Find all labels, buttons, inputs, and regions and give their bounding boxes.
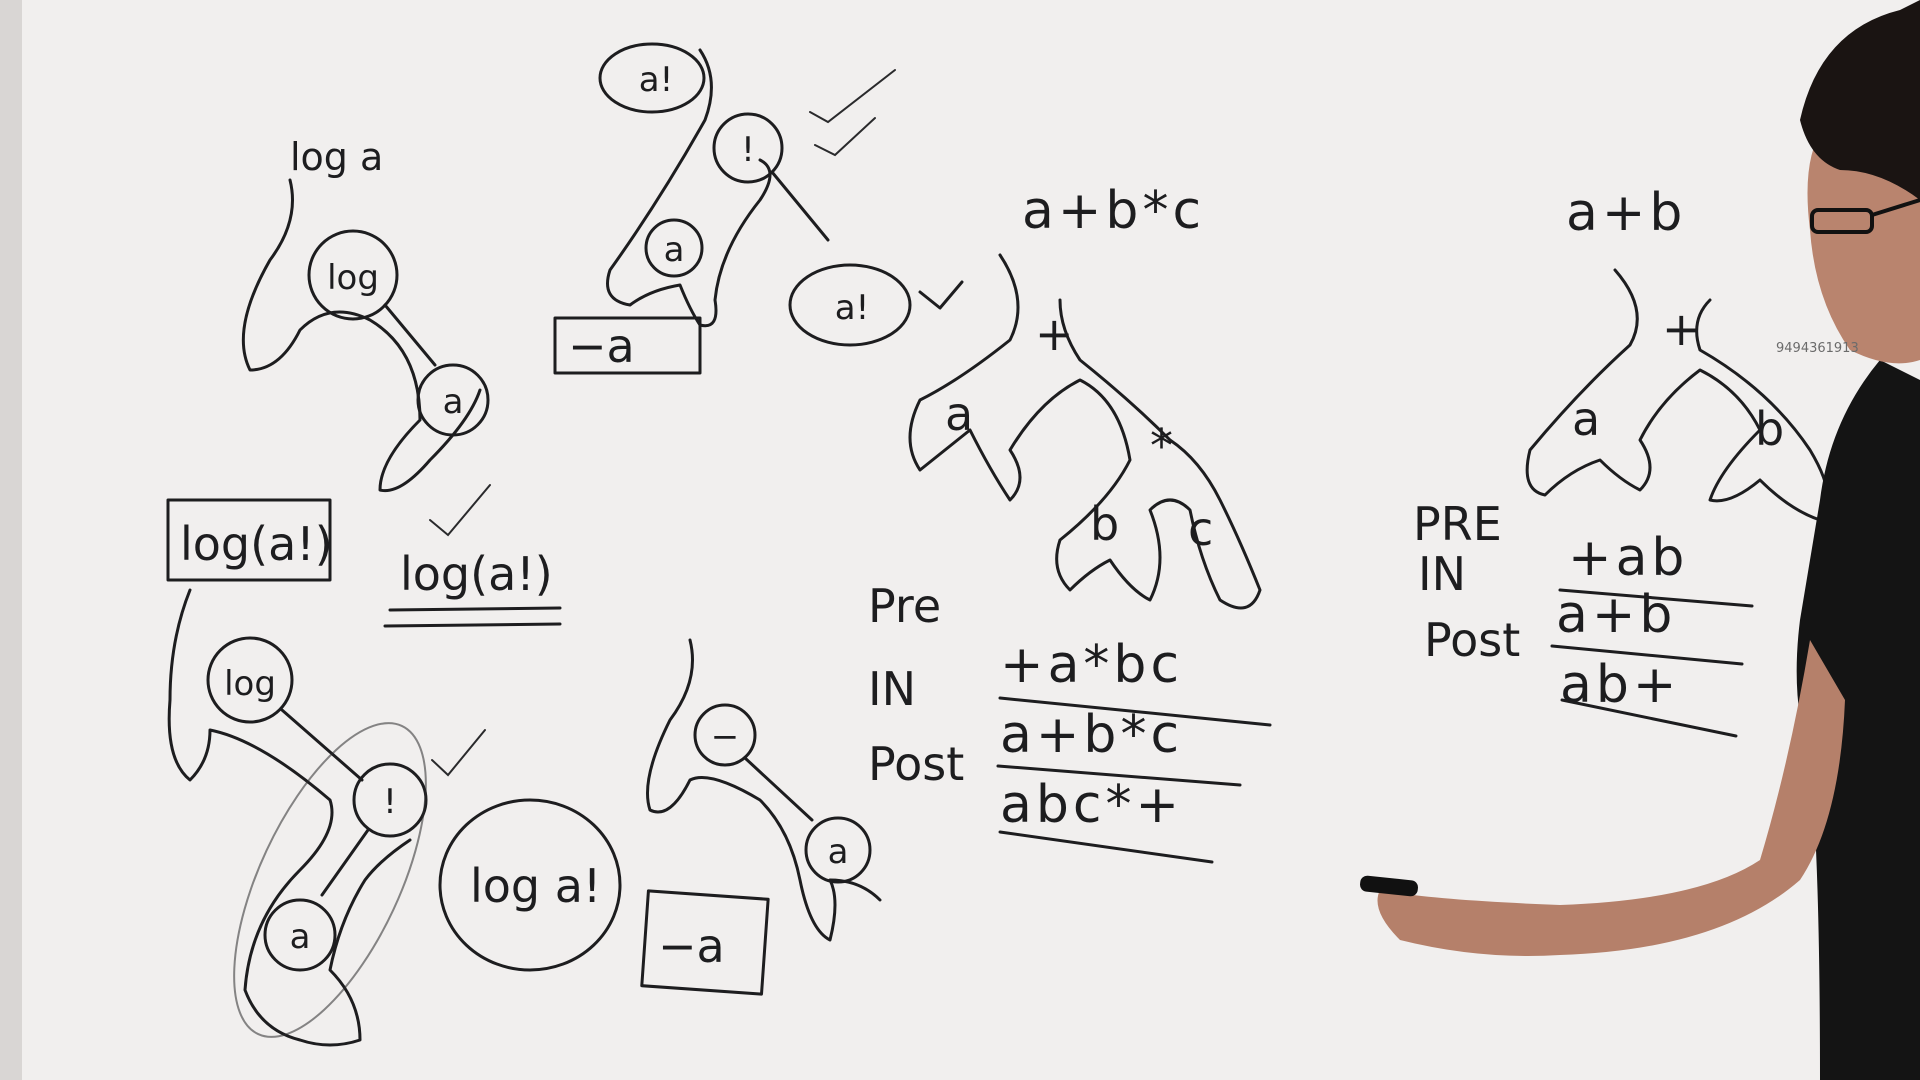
tree-abc-mul: * xyxy=(1150,419,1173,473)
tree-ab-pre-underline xyxy=(1558,588,1754,608)
tree-log-a-fact-mid-label: ! xyxy=(383,782,397,822)
tree-neg-a-box-label: −a xyxy=(658,919,725,973)
checkmark-1 xyxy=(809,69,896,124)
tree-neg-a-edge xyxy=(743,756,814,822)
checkmark-3 xyxy=(918,280,964,310)
tree-ab-pre-value: +ab xyxy=(1568,528,1688,588)
tree-neg-a-child-label: a xyxy=(828,832,849,872)
presenter-arm xyxy=(1377,640,1845,956)
tree-abc-post-value: abc*+ xyxy=(1000,775,1183,835)
tree-abc-left: a xyxy=(945,387,973,441)
checkmark-2 xyxy=(814,117,876,157)
tree-abc-pre-label: Pre xyxy=(868,579,941,633)
tree-log-a-child-label: a xyxy=(443,382,464,422)
marker xyxy=(1360,875,1418,897)
tree-ab-outline xyxy=(1525,268,1830,522)
board-edge xyxy=(0,0,22,1080)
checkmark-5 xyxy=(431,729,486,777)
tree-a-fact-outline xyxy=(606,48,772,328)
tree-log-a-root-label: log xyxy=(327,258,379,298)
presenter-body xyxy=(1796,360,1920,1080)
tree-a-fact-box-label: −a xyxy=(568,319,635,373)
tree-ab-in-value: a+b xyxy=(1556,585,1676,645)
tree-log-a-fact-leaf-label: a xyxy=(290,917,311,957)
tree-ab-in-label: IN xyxy=(1418,547,1466,601)
presenter-hair xyxy=(1800,0,1920,200)
tree-a-fact-child-label: a xyxy=(664,230,685,270)
tree-neg-a: − a −a xyxy=(640,638,882,996)
expr-boxed-text: log(a!) xyxy=(180,517,333,571)
tree-abc-post-label: Post xyxy=(868,737,964,791)
presenter-glasses xyxy=(1810,208,1874,234)
tree-a-plus-b: a+b + a b PRE +ab IN a+b Post ab+ xyxy=(1413,183,1830,738)
tree-log-a-fact-root-node xyxy=(206,636,294,724)
tree-a-fact-edge xyxy=(770,170,830,242)
tree-a-fact-top-oval xyxy=(598,42,706,114)
tree-ab-pre-label: PRE xyxy=(1413,497,1502,551)
tree-log-a-fact-result-label: log a! xyxy=(470,859,601,913)
tree-log-a-fact-result-oval xyxy=(438,798,622,972)
watermark: 9494361913 xyxy=(1776,341,1859,356)
tree-log-a-edge xyxy=(383,303,437,367)
tree-abc-pre-underline xyxy=(998,696,1272,727)
tree-log-a-outline xyxy=(241,178,482,493)
tree-neg-a-root-label: − xyxy=(711,717,740,757)
tree-ab-in-underline xyxy=(1550,644,1744,666)
expr-boxed-frame xyxy=(166,498,332,582)
tree-a-plus-b-times-c: a+b*c + a * b c Pre +a*bc IN a+b*c Post … xyxy=(868,181,1272,864)
tree-log-a-fact-edge-1 xyxy=(280,708,364,782)
tree-a-factorial: a! ! a a! −a xyxy=(553,42,964,375)
expr-log-a-fact: log(a!) log(a!) xyxy=(166,484,562,628)
tree-neg-a-child-node xyxy=(804,816,872,884)
tree-a-fact-box xyxy=(553,316,702,375)
tree-ab-title: a+b xyxy=(1566,183,1686,243)
tree-neg-a-root-node xyxy=(693,703,757,767)
tree-abc-b: b xyxy=(1090,497,1119,551)
checkmark-4 xyxy=(429,484,491,537)
tree-neg-a-box xyxy=(640,889,770,996)
expr-underline-2 xyxy=(383,622,562,628)
tree-log-a-fact-root-label: log xyxy=(224,664,276,704)
tree-log-a: log a log a xyxy=(241,135,490,493)
tree-a-fact-top-label: a! xyxy=(639,60,673,100)
tree-abc-in-value: a+b*c xyxy=(1000,705,1183,765)
expr-underline-1 xyxy=(388,606,562,612)
tree-a-fact-root-label: ! xyxy=(741,130,755,170)
tree-log-a-title: log a xyxy=(290,135,383,179)
presenter xyxy=(1360,0,1920,1080)
tree-abc-outline xyxy=(908,253,1262,610)
tree-log-a-root-node xyxy=(307,229,399,321)
tree-abc-in-label: IN xyxy=(868,662,916,716)
tree-log-a-fact-outline xyxy=(167,588,412,1047)
tree-a-fact-child-node xyxy=(644,218,704,278)
tree-ab-left: a xyxy=(1572,392,1600,446)
tree-ab-post-label: Post xyxy=(1424,613,1520,667)
tree-abc-in-underline xyxy=(996,764,1242,787)
tree-log-a-fact-edge-2 xyxy=(320,828,370,897)
tree-a-fact-root-node xyxy=(712,112,784,184)
tree-log-a-factorial: log ! a log a! xyxy=(167,588,622,1047)
tree-log-a-fact-leaf-node xyxy=(263,898,337,972)
tree-abc-pre-value: +a*bc xyxy=(1000,635,1183,695)
tree-ab-post-value: ab+ xyxy=(1560,655,1680,715)
tree-abc-title: a+b*c xyxy=(1022,181,1205,241)
tree-a-fact-result-oval xyxy=(788,263,912,347)
tree-neg-a-outline xyxy=(646,638,882,942)
tree-ab-post-underline xyxy=(1560,698,1738,738)
tree-ab-root: + xyxy=(1662,302,1701,356)
presenter-glasses-arm xyxy=(1871,198,1920,217)
tree-abc-post-underline xyxy=(998,830,1214,864)
expr-underlined-text: log(a!) xyxy=(400,547,553,601)
tree-a-fact-result-label: a! xyxy=(835,288,869,328)
tree-log-a-fact-halo xyxy=(233,722,427,1038)
